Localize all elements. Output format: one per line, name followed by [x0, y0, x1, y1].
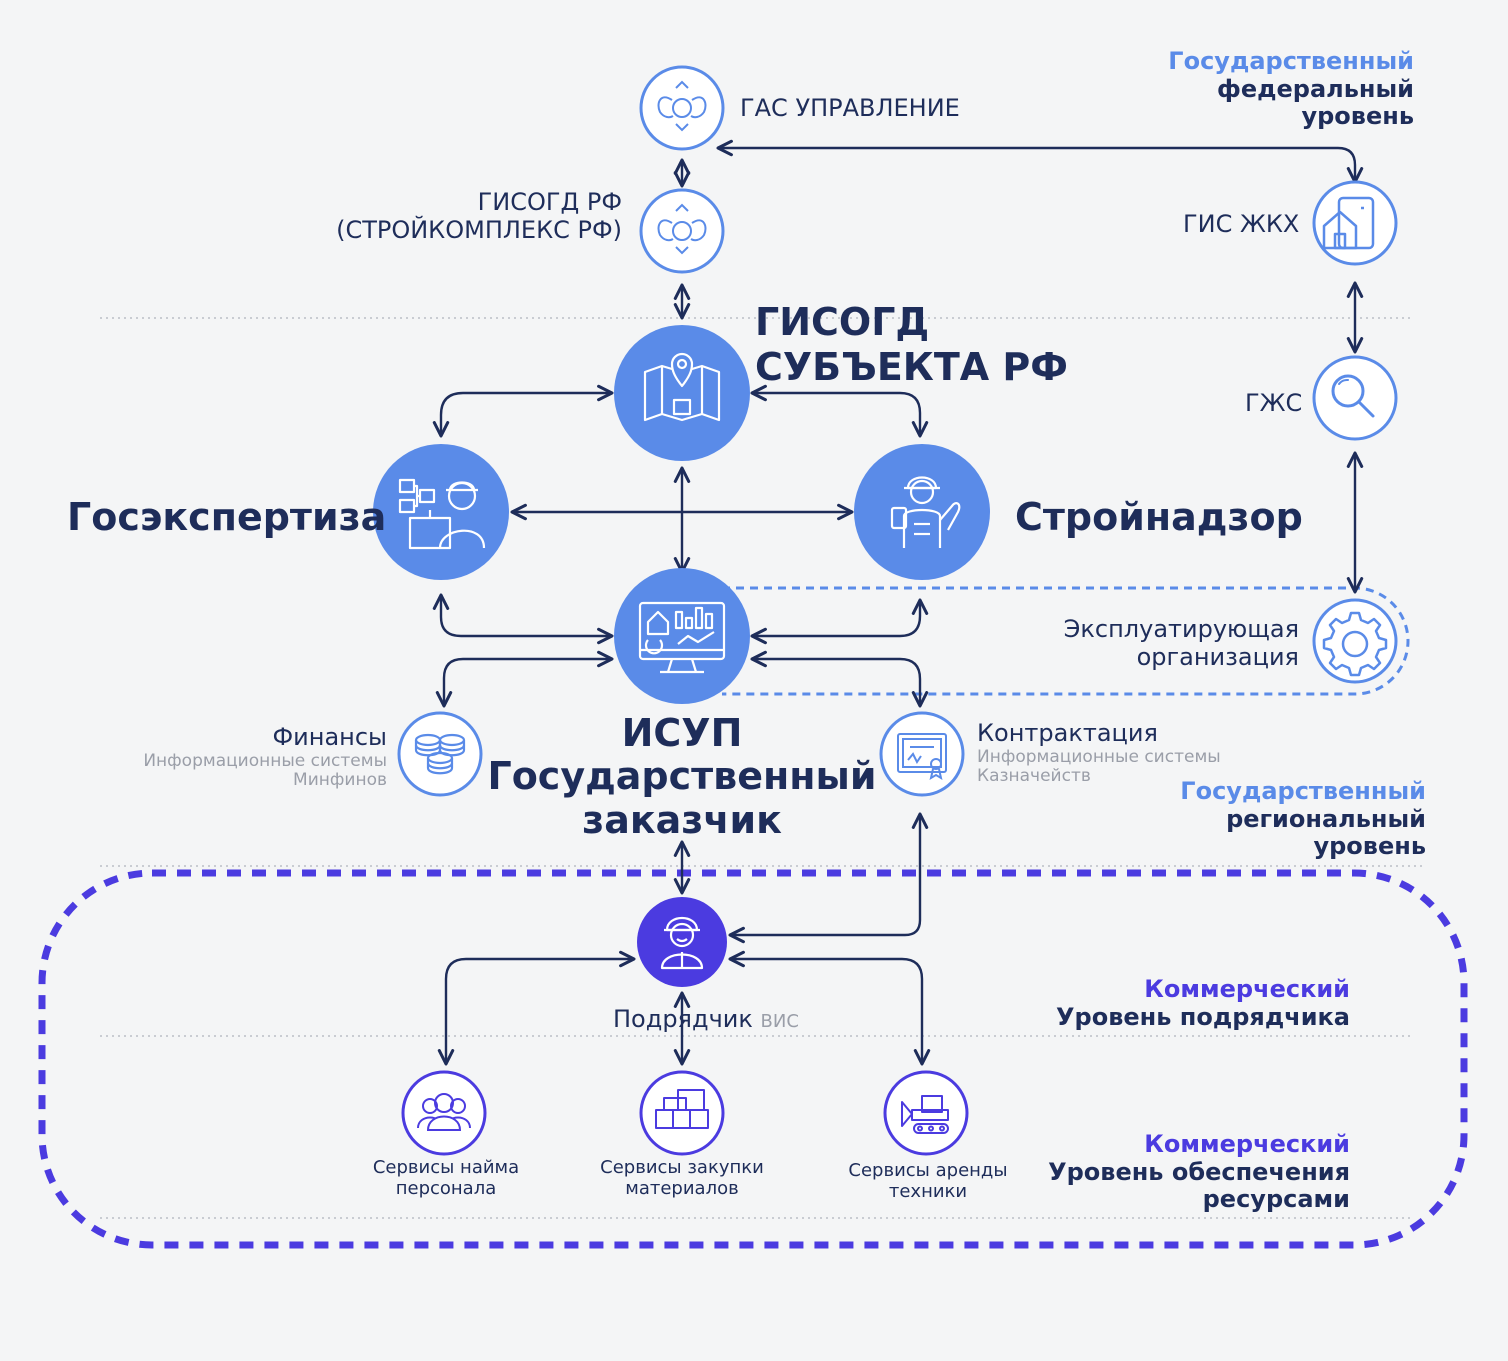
worker-icon	[660, 916, 704, 970]
gisogd-rf-line1: ГИСОГД РФ	[477, 188, 622, 216]
level-contractor-line2: Уровень подрядчика	[1056, 1002, 1350, 1031]
operating-org-line2: организация	[1136, 642, 1299, 671]
inspector-icon	[890, 476, 961, 548]
level-federal-label: Государственный федеральный уровень	[1168, 47, 1414, 131]
contracting-sub2: Казначейств	[977, 766, 1091, 787]
finance-node[interactable]	[397, 711, 483, 797]
operating-org-label: Эксплуатирующая организация	[1063, 615, 1299, 671]
level-regional-line2: региональный	[1226, 804, 1426, 833]
gisogd-subject-line2: СУБЪЕКТА РФ	[755, 344, 1068, 389]
gzhs-label: ГЖС	[1245, 389, 1303, 417]
expert-icon	[398, 478, 486, 550]
arrow-isup-finance	[435, 650, 614, 708]
contractor-node[interactable]	[637, 897, 727, 987]
level-contractor-label: Коммерческий Уровень подрядчика	[1056, 975, 1350, 1031]
bulldozer-icon	[901, 1095, 949, 1134]
house-icon	[1322, 196, 1375, 250]
gisogd-subject-line1: ГИСОГД	[755, 300, 930, 344]
gosexpertiza-label: Госэкспертиза	[67, 495, 387, 539]
stroinadzor-node[interactable]	[854, 444, 990, 580]
materials-services-line2: материалов	[625, 1177, 739, 1199]
level-resources-line3: ресурсами	[1202, 1185, 1350, 1214]
equipment-services-line2: техники	[888, 1180, 968, 1202]
contracting-sub1: Информационные системы	[977, 746, 1221, 767]
level-contractor-accent: Коммерческий	[1144, 975, 1350, 1003]
level-federal-line2: федеральный	[1217, 74, 1414, 103]
finance-label: Финансы Информационные системы Минфинов	[143, 723, 388, 791]
gzhs-node[interactable]	[1312, 355, 1398, 441]
equipment-services-label: Сервисы аренды техники	[826, 1160, 1030, 1202]
blocks-icon	[655, 1089, 709, 1129]
isup-label: ИСУП Государственный заказчик	[472, 711, 892, 842]
arrow-contractor-equipment	[728, 950, 931, 1066]
coins-icon	[414, 733, 466, 775]
arrow-contractor-contracting	[728, 812, 929, 944]
gisogd-rf-line2: (СТРОЙКОМПЛЕКС РФ)	[336, 215, 622, 244]
arrow-gosexp-isup	[432, 593, 614, 645]
level-regional-label: Государственный региональный уровень	[1180, 777, 1426, 861]
dashboard-icon	[638, 601, 726, 674]
hire-services-node[interactable]	[401, 1070, 487, 1156]
arrow-contractor-hire	[437, 950, 636, 1066]
arrow-subject-stroinadzor	[750, 384, 929, 438]
hire-services-label: Сервисы найма персонала	[344, 1157, 548, 1199]
gear-icon	[1322, 611, 1388, 677]
gis-zhkh-node[interactable]	[1312, 180, 1398, 266]
level-regional-line3: уровень	[1313, 832, 1426, 861]
finance-sub2: Минфинов	[293, 770, 387, 791]
magnifier-icon	[1331, 374, 1375, 418]
materials-services-label: Сервисы закупки материалов	[580, 1157, 784, 1199]
materials-services-line1: Сервисы закупки	[600, 1157, 764, 1178]
gis-zhkh-label: ГИС ЖКХ	[1183, 210, 1300, 238]
arrow-isup-contracting	[750, 650, 929, 708]
gosexpertiza-node[interactable]	[373, 444, 509, 580]
finance-title: Финансы	[272, 723, 388, 751]
level-regional-accent: Государственный	[1180, 777, 1426, 805]
contracting-label: Контрактация Информационные системы Казн…	[977, 719, 1221, 787]
level-federal-accent: Государственный	[1168, 47, 1414, 75]
gisogd-subject-node[interactable]	[614, 325, 750, 461]
gisogd-rf-node[interactable]	[639, 188, 725, 274]
connectors	[432, 139, 1364, 1066]
level-resources-accent: Коммерческий	[1144, 1130, 1350, 1158]
gas-node[interactable]	[639, 65, 725, 151]
people-icon	[417, 1093, 471, 1131]
operating-org-node[interactable]	[1312, 598, 1398, 684]
contracting-node[interactable]	[879, 711, 965, 797]
level-resources-label: Коммерческий Уровень обеспечения ресурса…	[1048, 1130, 1350, 1214]
isup-line1: ИСУП	[621, 711, 743, 755]
contractor-label: Подрядчик ВИС	[613, 1005, 799, 1034]
gisogd-rf-label: ГИСОГД РФ (СТРОЙКОМПЛЕКС РФ)	[336, 188, 622, 244]
arrow-isup-stroinadzor	[750, 598, 929, 645]
equipment-services-line1: Сервисы аренды	[848, 1160, 1008, 1181]
certificate-icon	[897, 733, 947, 781]
operating-org-frame	[722, 586, 1410, 696]
stroinadzor-label: Стройнадзор	[1015, 495, 1303, 539]
contractor-suffix: ВИС	[760, 1011, 799, 1032]
level-resources-line2: Уровень обеспечения	[1048, 1157, 1350, 1186]
hire-services-line1: Сервисы найма	[372, 1157, 520, 1178]
isup-line2: Государственный	[487, 754, 877, 799]
materials-services-node[interactable]	[639, 1070, 725, 1156]
gas-label: ГАС УПРАВЛЕНИЕ	[740, 94, 960, 122]
isup-node[interactable]	[614, 568, 750, 704]
contracting-title: Контрактация	[977, 719, 1158, 747]
emblem-icon	[657, 80, 707, 132]
equipment-services-node[interactable]	[883, 1070, 969, 1156]
isup-line3: заказчик	[582, 797, 782, 842]
map-pin-icon	[643, 352, 721, 422]
arrow-gas-giszhkh	[716, 139, 1364, 184]
hire-services-line2: персонала	[395, 1177, 497, 1199]
finance-sub1: Информационные системы	[143, 750, 387, 771]
contractor-title: Подрядчик	[613, 1005, 753, 1033]
operating-org-line1: Эксплуатирующая	[1063, 615, 1299, 643]
level-federal-line3: уровень	[1301, 102, 1414, 131]
arrow-subject-gosexp	[432, 384, 614, 438]
gisogd-subject-label: ГИСОГД СУБЪЕКТА РФ	[755, 300, 1068, 390]
emblem-icon	[657, 203, 707, 255]
